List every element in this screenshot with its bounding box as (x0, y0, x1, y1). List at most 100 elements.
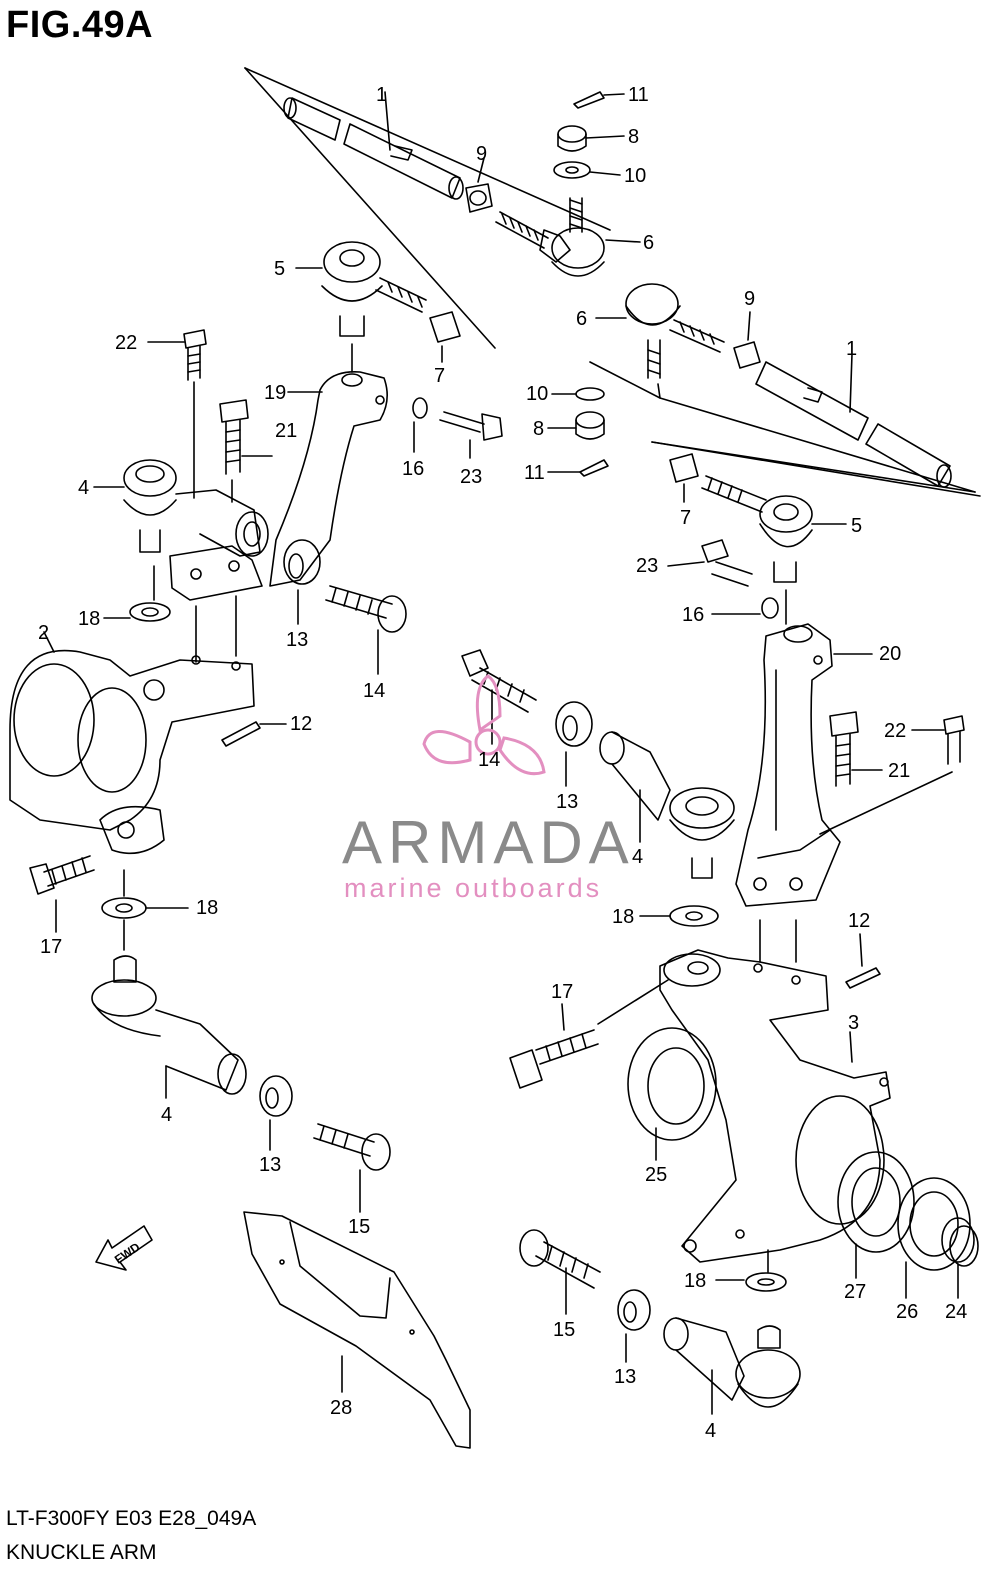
cotter-pin-11-lower (547, 459, 609, 477)
tie-rod-end-5-left (295, 241, 427, 373)
tie-rod-end-6-upper (495, 197, 641, 277)
fwd-arrow-icon (95, 1225, 153, 1271)
cotter-pin-12-left (221, 721, 287, 747)
washer-18-mid-left (101, 869, 189, 951)
tie-rod-1-lower (755, 353, 952, 488)
bolt-17-left (29, 855, 95, 933)
cotter-pin-11-upper (573, 91, 625, 109)
callout-label: 8 (533, 418, 544, 440)
callout-label: 1 (376, 84, 387, 106)
callout-label: 7 (680, 507, 691, 529)
callout-label: 16 (682, 604, 704, 626)
callout-label: 14 (478, 749, 500, 771)
knuckle-arm-20 (735, 623, 873, 963)
callout-label: 18 (196, 897, 218, 919)
bolt-14-left (325, 585, 407, 675)
callout-label: 15 (553, 1319, 575, 1341)
callout-label: 21 (275, 420, 297, 442)
bearing-27 (837, 1151, 915, 1279)
bolt-23-right (667, 539, 753, 587)
callout-label: 13 (556, 791, 578, 813)
callout-label: 15 (348, 1216, 370, 1238)
callout-label: 4 (78, 477, 89, 499)
watermark-logo-icon (422, 674, 546, 776)
callout-label: 12 (848, 910, 870, 932)
callout-label: 6 (643, 232, 654, 254)
steering-knuckle-2 (9, 631, 255, 855)
callout-label: 5 (851, 515, 862, 537)
figure-title: FIG.49A (6, 4, 154, 46)
bolt-23-left (439, 411, 503, 459)
washer-13-upper-left (283, 539, 321, 625)
fwd-label: FWD (112, 1240, 143, 1267)
callout-label: 13 (614, 1366, 636, 1388)
tie-rod-end-4-lower-right (663, 1317, 801, 1415)
callout-label: 2 (38, 622, 49, 644)
callout-label: 12 (290, 713, 312, 735)
callout-label: 17 (551, 981, 573, 1003)
callout-label: 16 (402, 458, 424, 480)
callout-label: 10 (624, 165, 646, 187)
washer-10-upper (553, 161, 621, 179)
bolt-17-right (509, 979, 669, 1089)
cotter-pin-12-right (845, 933, 881, 989)
washer-16-left (412, 397, 428, 453)
castle-nut-8-lower (547, 411, 605, 440)
washer-13-lower-right (617, 1289, 651, 1363)
bolt-22-right (819, 715, 965, 835)
callout-label: 13 (286, 629, 308, 651)
figure-code: LT-F300FY E03 E28_049A (6, 1507, 257, 1530)
callout-label: 4 (632, 846, 643, 868)
knuckle-arm-plate-left (169, 545, 263, 663)
callout-label: 17 (40, 936, 62, 958)
callout-label: 22 (115, 332, 137, 354)
callout-label: 14 (363, 680, 385, 702)
washer-18-center (639, 905, 719, 927)
bolt-15-lower-left (313, 1123, 391, 1213)
callout-label: 18 (78, 608, 100, 630)
tie-rod-end-4-upper-left (93, 459, 269, 601)
callout-label: 13 (259, 1154, 281, 1176)
nut-9-upper (465, 157, 493, 213)
callout-label: 23 (636, 555, 658, 577)
tie-rod-end-5-right (701, 475, 847, 625)
watermark-tagline: marine outboards (344, 873, 603, 903)
washer-13-lower-left (259, 1075, 293, 1151)
callout-label: 22 (884, 720, 906, 742)
bolt-22-left (147, 329, 207, 499)
callout-label: 4 (705, 1420, 716, 1442)
guard-plate-28 (243, 1211, 471, 1449)
callout-label: 23 (460, 466, 482, 488)
callout-label: 25 (645, 1164, 667, 1186)
callout-label: 4 (161, 1104, 172, 1126)
washer-16-right (711, 597, 779, 619)
callout-label: 20 (879, 643, 901, 665)
castle-nut-8-upper (557, 125, 625, 152)
bolt-15-lower-right (519, 1229, 601, 1315)
callout-label: 10 (526, 383, 548, 405)
bolt-21-left (219, 399, 273, 503)
tie-rod-end-4-lower-left (91, 955, 247, 1099)
callout-label: 27 (844, 1281, 866, 1303)
callout-label: 3 (848, 1012, 859, 1034)
callout-label: 24 (945, 1301, 967, 1323)
callout-label: 9 (476, 143, 487, 165)
steering-knuckle-3 (659, 949, 891, 1263)
callout-label: 1 (846, 338, 857, 360)
callout-label: 11 (628, 84, 649, 106)
tie-rod-end-6-lower (595, 283, 725, 379)
callout-label: 8 (628, 126, 639, 148)
nut-9-lower (733, 311, 761, 369)
nut-7-right (669, 453, 699, 503)
watermark-brand: ARMADA (342, 809, 635, 876)
callout-label: 18 (612, 906, 634, 928)
callout-label: 28 (330, 1397, 352, 1419)
callout-label: 19 (264, 382, 286, 404)
tie-rod-1-upper (283, 91, 464, 200)
callout-label: 7 (434, 365, 445, 387)
collar-24 (941, 1217, 979, 1299)
washer-18-upper-left (103, 602, 171, 622)
callout-label: 18 (684, 1270, 706, 1292)
